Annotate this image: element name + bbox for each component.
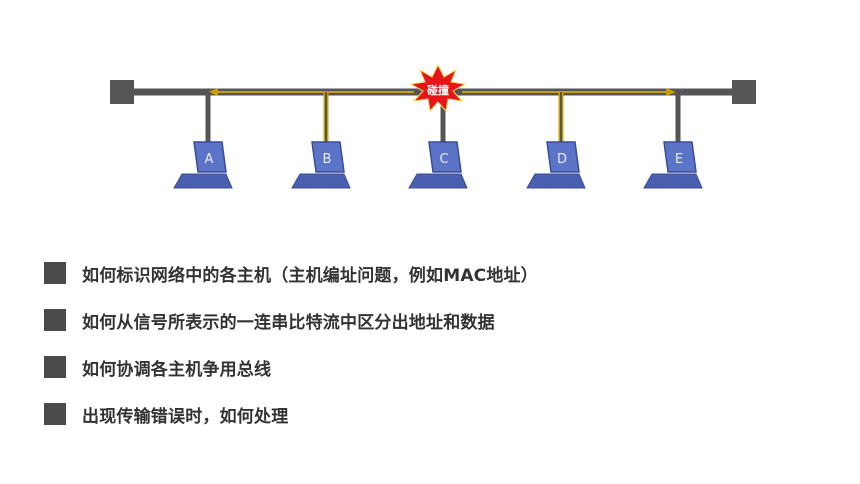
laptop-base-e <box>643 173 703 189</box>
laptop-screen-c <box>428 141 462 173</box>
bullet-text: 如何标识网络中的各主机（主机编址问题，例如MAC地址） <box>82 265 538 286</box>
host-label-a: A <box>205 152 214 167</box>
laptop-screen-e <box>663 141 697 173</box>
laptop-base-c <box>408 173 468 189</box>
host-a: A <box>173 141 233 189</box>
list-item: 如何标识网络中的各主机（主机编址问题，例如MAC地址） <box>44 260 538 286</box>
laptop-base-b <box>291 173 351 189</box>
collision-label: 碰撞 <box>427 83 449 97</box>
bullet-square-icon <box>44 262 66 284</box>
signal-arrow-left <box>208 88 218 96</box>
host-b: B <box>291 141 351 189</box>
bullet-text: 出现传输错误时，如何处理 <box>82 406 289 427</box>
laptop-screen-b <box>311 141 345 173</box>
laptop-base-a <box>173 173 233 189</box>
bullet-text: 如何从信号所表示的一连串比特流中区分出地址和数据 <box>82 312 495 333</box>
host-d: D <box>526 141 586 189</box>
host-label-d: D <box>557 152 567 167</box>
burst-icon <box>409 63 467 113</box>
right-terminator <box>732 80 756 104</box>
host-c: C <box>408 141 468 189</box>
signal-arrow-right <box>666 88 676 96</box>
host-label-e: E <box>675 152 683 167</box>
bullet-square-icon <box>44 403 66 425</box>
bullet-text: 如何协调各主机争用总线 <box>82 359 272 380</box>
host-label-c: C <box>439 152 448 167</box>
laptop-screen-a <box>193 141 227 173</box>
host-e: E <box>643 141 703 189</box>
laptop-screen-d <box>546 141 580 173</box>
list-item: 出现传输错误时，如何处理 <box>44 401 288 427</box>
left-terminator <box>110 80 134 104</box>
bullet-square-icon <box>44 309 66 331</box>
bus-topology-diagram: 碰撞 A B C D E <box>110 63 756 189</box>
collision-burst: 碰撞 <box>409 63 467 113</box>
host-label-b: B <box>323 152 332 167</box>
laptop-base-d <box>526 173 586 189</box>
bullet-square-icon <box>44 356 66 378</box>
list-item: 如何协调各主机争用总线 <box>44 354 271 380</box>
list-item: 如何从信号所表示的一连串比特流中区分出地址和数据 <box>44 307 495 333</box>
